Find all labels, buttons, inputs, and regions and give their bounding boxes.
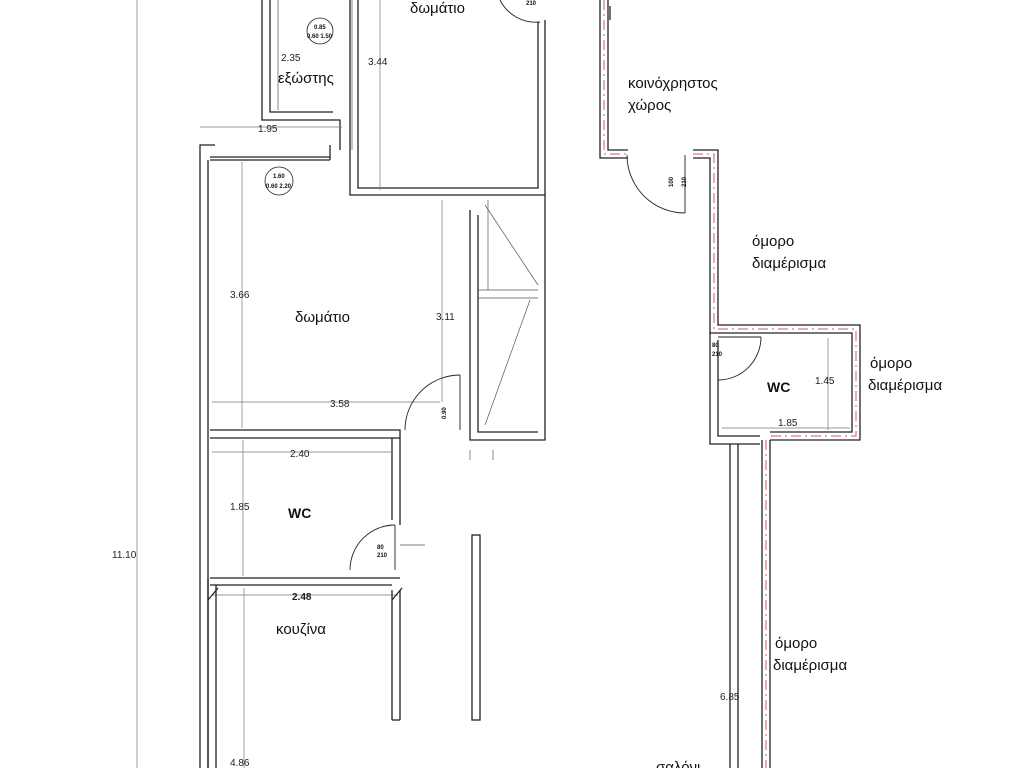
common-area-label-1: κοινόχρηστος	[628, 75, 718, 92]
wc-left: 2.40 1.85 WC 80 210	[210, 438, 425, 586]
neighbor-apartment-3: 6.85 όμορο διαμέρισμα σαλόνι	[656, 440, 847, 768]
common-area-label-2: χώρος	[628, 97, 671, 114]
kitchen: 2.48 κουζίνα 4.86	[207, 534, 481, 768]
window-tag-top-1: 0.85	[314, 25, 326, 31]
neighbor-1-label-2: διαμέρισμα	[752, 255, 826, 272]
room-main-label: δωμάτιο	[295, 309, 350, 326]
balcony-height-label: 2.35	[281, 53, 301, 64]
neighbor-2-label-1: όμορο	[870, 355, 912, 372]
kitchen-width-label: 2.48	[292, 592, 312, 603]
room-top: 3.44 δωμάτιο 210	[349, 0, 546, 196]
door-wc-left-1: 80	[377, 545, 384, 551]
window-tag-top	[306, 17, 334, 45]
wc-left-height-label: 1.85	[230, 502, 250, 513]
window-tag-room-2: 0.60 2.20	[266, 184, 292, 190]
balcony: 1.95 2.35 εξώστης 0.85 0.60 1.50	[200, 0, 353, 150]
room-top-height-label: 3.44	[368, 57, 388, 68]
door-top-label: 210	[526, 1, 537, 7]
kitchen-label: κουζίνα	[276, 621, 326, 638]
door-wc-right-2: 210	[712, 352, 723, 358]
window-tag-room	[264, 166, 294, 196]
corridor-height-label: 3.11	[436, 312, 455, 323]
common-area: κοινόχρηστος χώρος 100 210	[599, 0, 718, 214]
right-corridor-dimension: 6.85	[720, 692, 740, 703]
wc-right: 80 210 WC 1.45 1.85	[709, 333, 850, 445]
neighbor-1-label-1: όμορο	[752, 233, 794, 250]
total-height-dimension: 11.10	[112, 0, 138, 768]
balcony-label: εξώστης	[278, 70, 334, 87]
neighbor-3-label-1: όμορο	[775, 635, 817, 652]
door-common-2: 210	[682, 176, 688, 187]
room-main: 3.66 3.58 δωμάτιο 1.60 0.60 2.20 3.11	[199, 144, 455, 768]
bottom-left-dimension: 4.86	[230, 758, 250, 768]
door-corridor-label: 0.90	[442, 407, 448, 419]
total-height-label: 11.10	[112, 550, 137, 561]
neighbor-apartment-2: όμορο διαμέρισμα	[868, 355, 942, 394]
door-wc-left-2: 210	[377, 553, 388, 559]
door-common-1: 100	[669, 176, 675, 187]
door-wc-right-1: 80	[712, 343, 719, 349]
room-top-label: δωμάτιο	[410, 0, 465, 17]
bottom-partial-label: σαλόνι	[656, 759, 700, 768]
neighbor-3-label-2: διαμέρισμα	[773, 657, 847, 674]
wc-right-label: WC	[767, 379, 790, 395]
wc-left-width-label: 2.40	[290, 449, 310, 460]
corridor: 0.90	[404, 195, 546, 460]
window-tag-room-1: 1.60	[273, 174, 285, 180]
wc-left-label: WC	[288, 505, 311, 521]
neighbor-2-label-2: διαμέρισμα	[868, 377, 942, 394]
wc-right-width-label: 1.85	[778, 418, 798, 429]
room-main-width-label: 3.58	[330, 399, 350, 410]
neighbor-apartment-1: όμορο διαμέρισμα	[693, 149, 861, 441]
balcony-width-label: 1.95	[258, 124, 278, 135]
window-tag-top-2: 0.60 1.50	[307, 34, 333, 40]
room-main-height-label: 3.66	[230, 290, 250, 301]
wc-right-height-label: 1.45	[815, 376, 835, 387]
